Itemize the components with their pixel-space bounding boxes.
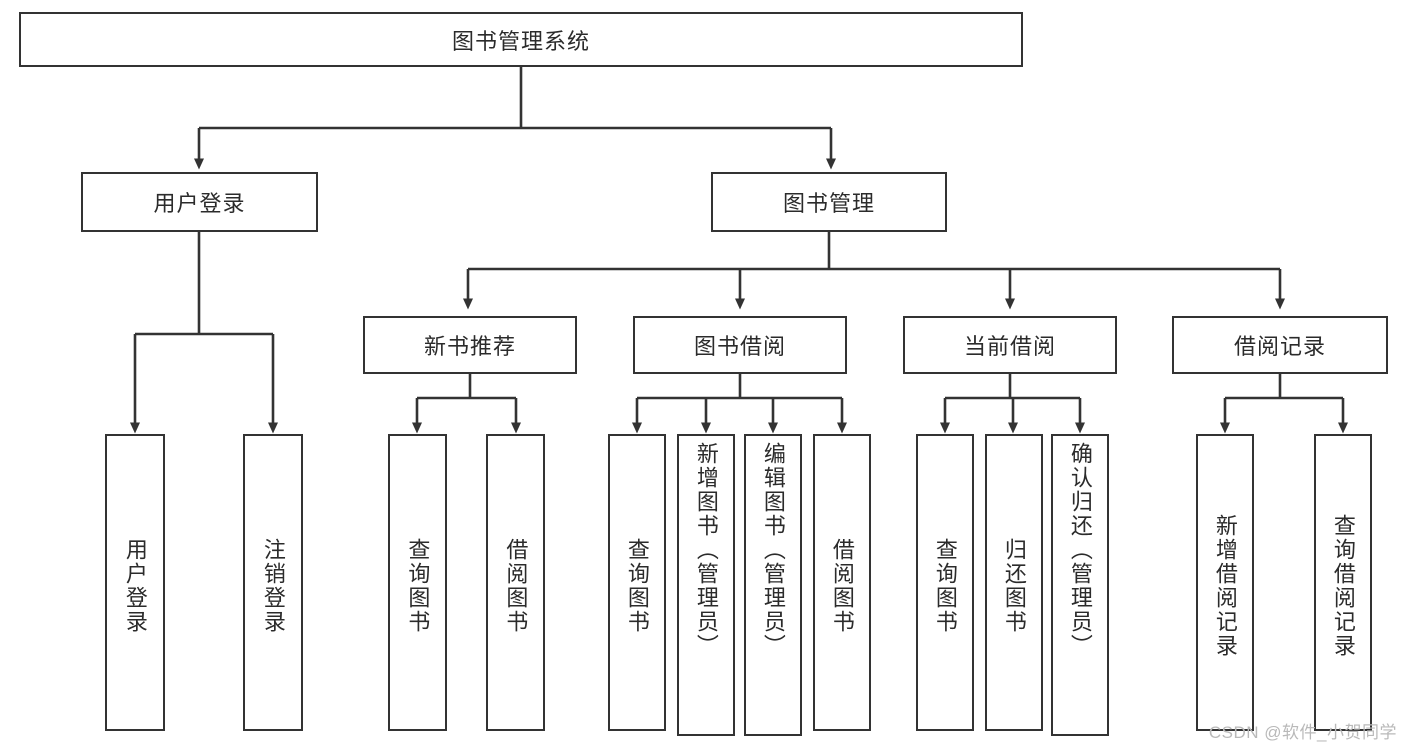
node-book-manage-label: 图书管理 (782, 191, 875, 216)
leaf-edit-book[interactable]: 编辑图书（管理员） (744, 434, 802, 736)
node-current-borrow[interactable]: 当前借阅 (903, 316, 1117, 374)
node-new-book-recommend[interactable]: 新书推荐 (363, 316, 577, 374)
node-user-login-label: 用户登录 (153, 191, 246, 216)
leaf-query-book-3[interactable]: 查询图书 (916, 434, 974, 731)
node-root[interactable]: 图书管理系统 (19, 12, 1023, 67)
node-borrow-record[interactable]: 借阅记录 (1172, 316, 1388, 374)
node-root-label: 图书管理系统 (451, 28, 590, 54)
node-current-borrow-label: 当前借阅 (963, 334, 1056, 359)
leaf-add-record[interactable]: 新增借阅记录 (1196, 434, 1254, 731)
leaf-query-book-2[interactable]: 查询图书 (608, 434, 666, 731)
leaf-logout-label: 注销登录 (260, 537, 286, 634)
leaf-confirm-return[interactable]: 确认归还（管理员） (1051, 434, 1109, 736)
leaf-query-record[interactable]: 查询借阅记录 (1314, 434, 1372, 731)
leaf-query-record-label: 查询借阅记录 (1330, 513, 1356, 658)
leaf-query-book-2-label: 查询图书 (624, 537, 650, 634)
leaf-logout[interactable]: 注销登录 (243, 434, 303, 731)
leaf-add-book-label: 新增图书（管理员） (693, 442, 719, 658)
node-new-book-recommend-label: 新书推荐 (423, 334, 516, 359)
node-book-manage[interactable]: 图书管理 (711, 172, 947, 232)
watermark-text: CSDN @软件_小贺同学 (1208, 723, 1397, 742)
leaf-add-record-label: 新增借阅记录 (1212, 513, 1238, 658)
leaf-query-book-1[interactable]: 查询图书 (388, 434, 447, 731)
node-book-borrow[interactable]: 图书借阅 (633, 316, 847, 374)
node-user-login[interactable]: 用户登录 (81, 172, 318, 232)
node-borrow-record-label: 借阅记录 (1233, 334, 1326, 359)
leaf-user-login-label: 用户登录 (122, 537, 148, 634)
leaf-query-book-1-label: 查询图书 (405, 537, 431, 634)
leaf-user-login[interactable]: 用户登录 (105, 434, 165, 731)
leaf-confirm-return-label: 确认归还（管理员） (1067, 442, 1093, 658)
leaf-edit-book-label: 编辑图书（管理员） (760, 442, 786, 658)
leaf-borrow-book-1-label: 借阅图书 (503, 537, 529, 634)
leaf-borrow-book-1[interactable]: 借阅图书 (486, 434, 545, 731)
leaf-borrow-book-2[interactable]: 借阅图书 (813, 434, 871, 731)
leaf-return-book[interactable]: 归还图书 (985, 434, 1043, 731)
node-book-borrow-label: 图书借阅 (693, 334, 786, 359)
leaf-borrow-book-2-label: 借阅图书 (829, 537, 855, 634)
leaf-add-book[interactable]: 新增图书（管理员） (677, 434, 735, 736)
leaf-query-book-3-label: 查询图书 (932, 537, 958, 634)
leaf-return-book-label: 归还图书 (1001, 537, 1027, 634)
